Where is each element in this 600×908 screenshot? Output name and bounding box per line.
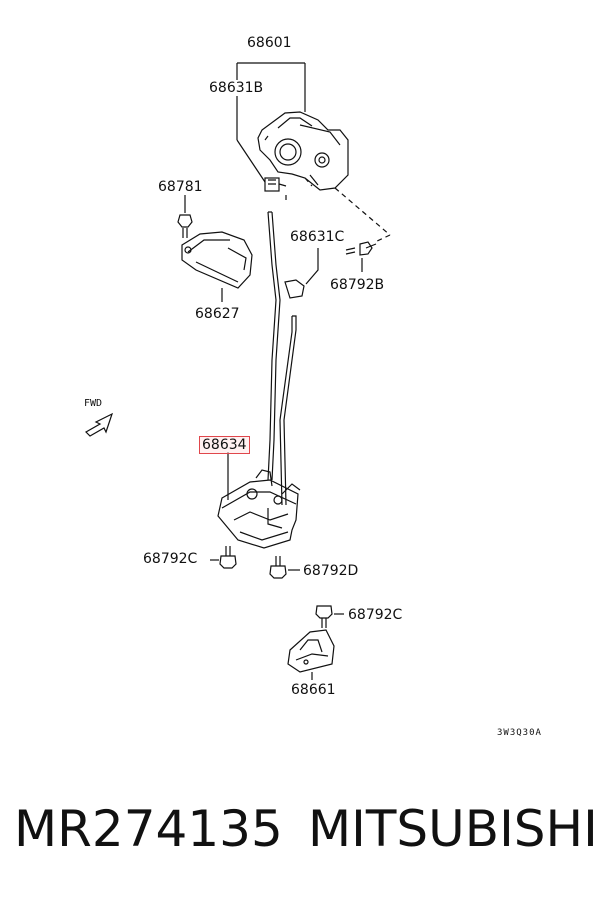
striker-68661 [287,629,335,680]
bolt-68792c-right [315,605,344,628]
label-68661[interactable]: 68661 [291,682,336,698]
part-number: MR274135 [14,800,283,858]
label-68781[interactable]: 68781 [158,179,203,195]
label-68792d[interactable]: 68792D [303,563,359,579]
label-68792c-left[interactable]: 68792C [143,551,198,567]
diagram-drawing [85,62,391,680]
label-68627[interactable]: 68627 [195,306,240,322]
clip-68631c [284,248,319,299]
dashed-guide [285,177,391,243]
label-68631c[interactable]: 68631C [290,229,345,245]
fwd-label: FWD [84,398,103,409]
brand-name: MITSUBISHI [308,800,598,858]
bolt-68792b [345,241,377,272]
release-cable [267,211,297,506]
label-68792b[interactable]: 68792B [330,277,385,293]
leader-68601 [236,62,306,112]
label-68634[interactable]: 68634 [199,436,250,454]
bolt-68792d [269,556,300,579]
fwd-arrow-icon [85,412,114,437]
label-68631b[interactable]: 68631B [209,80,264,96]
parts-diagram: 68601 68631B 68781 68631C 68792B 68627 6… [84,35,542,738]
release-handle-68627 [181,231,253,302]
caption: MR274135 MITSUBISHI [0,800,600,880]
label-68792c-right[interactable]: 68792C [348,607,403,623]
bolt-68792c-left [210,546,237,569]
diagram-code: 3W3Q30A [497,728,542,738]
latch-68634 [217,469,301,549]
label-68601[interactable]: 68601 [247,35,292,51]
bolt-68781 [177,195,193,238]
clip-68631b [264,177,287,192]
